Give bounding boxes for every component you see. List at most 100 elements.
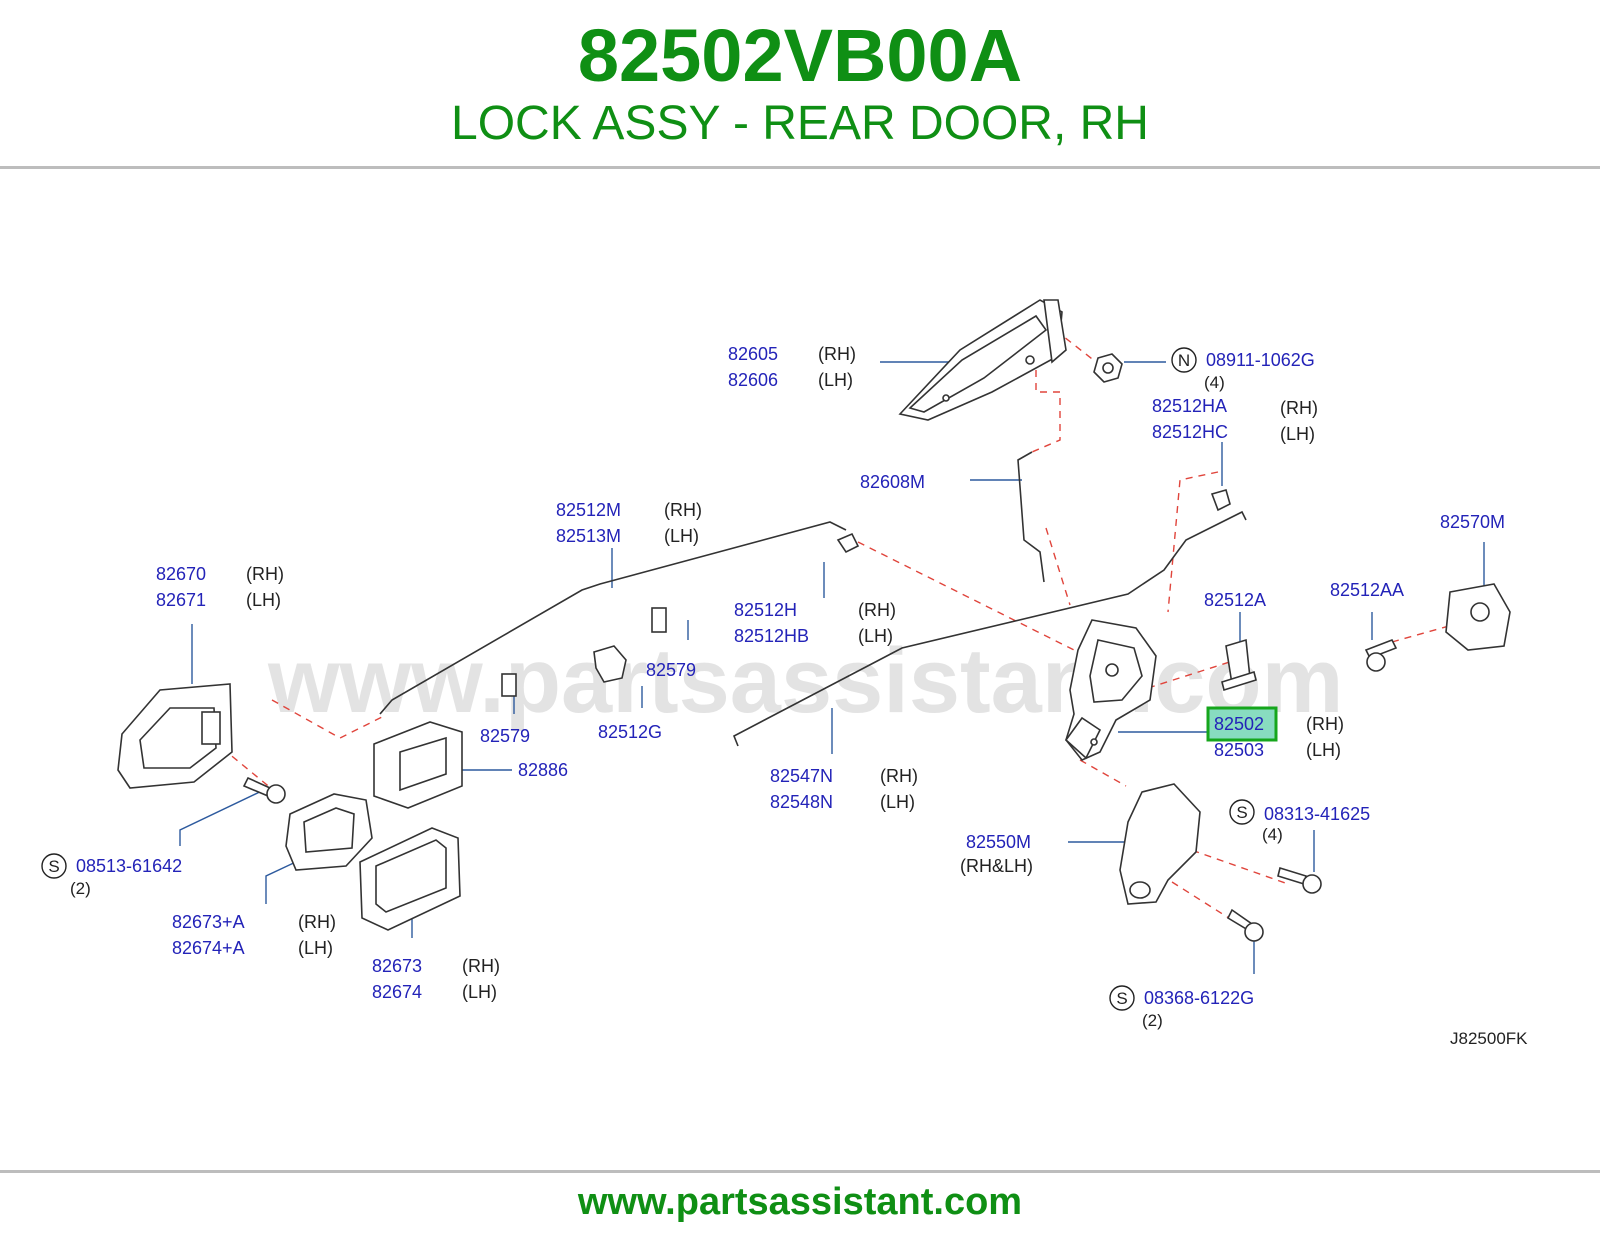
rod-82512m <box>379 521 847 715</box>
callout-08368-pn[interactable]: 08368-6122G <box>1144 988 1254 1008</box>
screw-08513-part <box>242 776 286 804</box>
header-divider <box>0 166 1600 169</box>
callout-82673[interactable]: 82673 (RH) 82674 (LH) <box>372 956 500 1002</box>
striker-82570m-part <box>1445 583 1511 651</box>
callout-82673a[interactable]: 82673+A (RH) 82674+A (LH) <box>172 912 336 958</box>
callout-82512ha-side2: (LH) <box>1280 424 1315 444</box>
callout-82608m-pn[interactable]: 82608M <box>860 472 925 492</box>
callout-82605[interactable]: 82605 (RH) 82606 (LH) <box>728 344 856 390</box>
callout-82512m-pn1[interactable]: 82512M <box>556 500 621 520</box>
bezel-82673-part <box>359 827 461 931</box>
nut-part <box>1093 353 1123 383</box>
callout-82579-lower-pn[interactable]: 82579 <box>480 726 530 746</box>
actuator-cover-82550m-part <box>1119 783 1201 905</box>
callout-08911[interactable]: N 08911-1062G (4) <box>1171 347 1315 392</box>
footer-divider <box>0 1170 1600 1173</box>
callout-82512ha-pn2[interactable]: 82512HC <box>1152 422 1228 442</box>
watermark: www.partsassistant.com <box>267 630 1343 732</box>
callout-08911-symbol: N <box>1178 351 1190 370</box>
callout-82673a-pn2[interactable]: 82674+A <box>172 938 245 958</box>
callout-82547n-pn1[interactable]: 82547N <box>770 766 833 786</box>
callout-82670-pn1[interactable]: 82670 <box>156 564 206 584</box>
callout-82547n-side2: (LH) <box>880 792 915 812</box>
callout-08513-qty: (2) <box>70 879 91 898</box>
rod-82547n <box>732 510 1247 747</box>
callout-82512h-pn1[interactable]: 82512H <box>734 600 797 620</box>
callout-82512m-pn2[interactable]: 82513M <box>556 526 621 546</box>
lock-assembly-part <box>1064 619 1157 761</box>
callout-08911-pn[interactable]: 08911-1062G <box>1206 350 1315 370</box>
footer-url[interactable]: www.partsassistant.com <box>577 1181 1023 1223</box>
callout-82579-upper-pn[interactable]: 82579 <box>646 660 696 680</box>
callout-82502-pn2[interactable]: 82503 <box>1214 740 1264 760</box>
callout-82512ha[interactable]: 82512HA (RH) 82512HC (LH) <box>1152 396 1318 444</box>
callout-82502-side1: (RH) <box>1306 714 1344 734</box>
outside-handle-part <box>898 299 1067 421</box>
callout-82502-side2: (LH) <box>1306 740 1341 760</box>
callout-82570m[interactable]: 82570M <box>1440 512 1505 532</box>
bracket-82512g-part <box>593 645 627 683</box>
callout-82512h-pn2[interactable]: 82512HB <box>734 626 809 646</box>
callout-82886-pn[interactable]: 82886 <box>518 760 568 780</box>
callout-82512aa[interactable]: 82512AA <box>1330 580 1404 600</box>
s-symbol-icon <box>1229 799 1255 825</box>
callout-08313-symbol: S <box>1236 803 1247 822</box>
callout-82502-pn1[interactable]: 82502 <box>1214 714 1264 734</box>
screw-82512aa-part <box>1364 638 1398 672</box>
bolt-82512a-part <box>1221 638 1257 692</box>
callout-82547n-side1: (RH) <box>880 766 918 786</box>
rod-82608m <box>1017 451 1045 583</box>
callout-82502[interactable]: 82502 (RH) 82503 (LH) <box>1214 714 1344 760</box>
callout-82670-side2: (LH) <box>246 590 281 610</box>
callout-82512m-side2: (LH) <box>664 526 699 546</box>
page-subtitle: LOCK ASSY - REAR DOOR, RH <box>451 97 1149 150</box>
callout-82547n[interactable]: 82547N (RH) 82548N (LH) <box>770 766 918 812</box>
callout-82512h-side2: (LH) <box>858 626 893 646</box>
callout-82605-side1: (RH) <box>818 344 856 364</box>
callout-08513[interactable]: S 08513-61642 (2) <box>41 853 182 898</box>
n-symbol-icon <box>1171 347 1197 373</box>
callout-82512a-pn[interactable]: 82512A <box>1204 590 1266 610</box>
inside-handle-part <box>117 683 233 789</box>
callout-08513-pn[interactable]: 08513-61642 <box>76 856 182 876</box>
callout-82670[interactable]: 82670 (RH) 82671 (LH) <box>156 564 284 610</box>
callout-82512aa-pn[interactable]: 82512AA <box>1330 580 1404 600</box>
callout-08313-pn[interactable]: 08313-41625 <box>1264 804 1370 824</box>
callout-82670-side1: (RH) <box>246 564 284 584</box>
callout-82605-side2: (LH) <box>818 370 853 390</box>
callout-82605-pn2[interactable]: 82606 <box>728 370 778 390</box>
callout-08313-qty: (4) <box>1262 825 1283 844</box>
callout-82512ha-pn1[interactable]: 82512HA <box>1152 396 1227 416</box>
s-symbol-icon <box>41 853 67 879</box>
callout-82673-pn2[interactable]: 82674 <box>372 982 422 1002</box>
callout-82512m[interactable]: 82512M (RH) 82513M (LH) <box>556 500 702 546</box>
callout-82579-lower[interactable]: 82579 <box>480 726 530 746</box>
callout-82550m-note: (RH&LH) <box>960 856 1033 876</box>
callout-82512a[interactable]: 82512A <box>1204 590 1266 610</box>
callout-82550m-pn[interactable]: 82550M <box>966 832 1031 852</box>
callout-82550m[interactable]: 82550M (RH&LH) <box>960 832 1033 876</box>
callout-82608m[interactable]: 82608M <box>860 472 925 492</box>
screw-08313-part <box>1277 866 1322 894</box>
callout-82512g-pn[interactable]: 82512G <box>598 722 662 742</box>
callout-82886[interactable]: 82886 <box>518 760 568 780</box>
callout-82547n-pn2[interactable]: 82548N <box>770 792 833 812</box>
callout-82579-upper[interactable]: 82579 <box>646 660 696 680</box>
clip-82512ha-part <box>1210 489 1231 512</box>
callout-82512h[interactable]: 82512H (RH) 82512HB (LH) <box>734 600 896 646</box>
callout-08313[interactable]: S 08313-41625 (4) <box>1229 799 1370 844</box>
callout-08368[interactable]: S 08368-6122G (2) <box>1109 985 1254 1030</box>
callout-08911-qty: (4) <box>1204 373 1225 392</box>
cover-82886-part <box>373 721 463 809</box>
callout-82670-pn2[interactable]: 82671 <box>156 590 206 610</box>
callout-82673a-side1: (RH) <box>298 912 336 932</box>
callout-82673-pn1[interactable]: 82673 <box>372 956 422 976</box>
clip-82512h-part <box>836 532 860 554</box>
callout-82673a-pn1[interactable]: 82673+A <box>172 912 245 932</box>
bolt-08368-part <box>1226 908 1264 942</box>
callout-82512g[interactable]: 82512G <box>598 722 662 742</box>
callout-82673a-side2: (LH) <box>298 938 333 958</box>
callout-82605-pn1[interactable]: 82605 <box>728 344 778 364</box>
block-82579-upper <box>651 607 667 633</box>
callout-82570m-pn[interactable]: 82570M <box>1440 512 1505 532</box>
